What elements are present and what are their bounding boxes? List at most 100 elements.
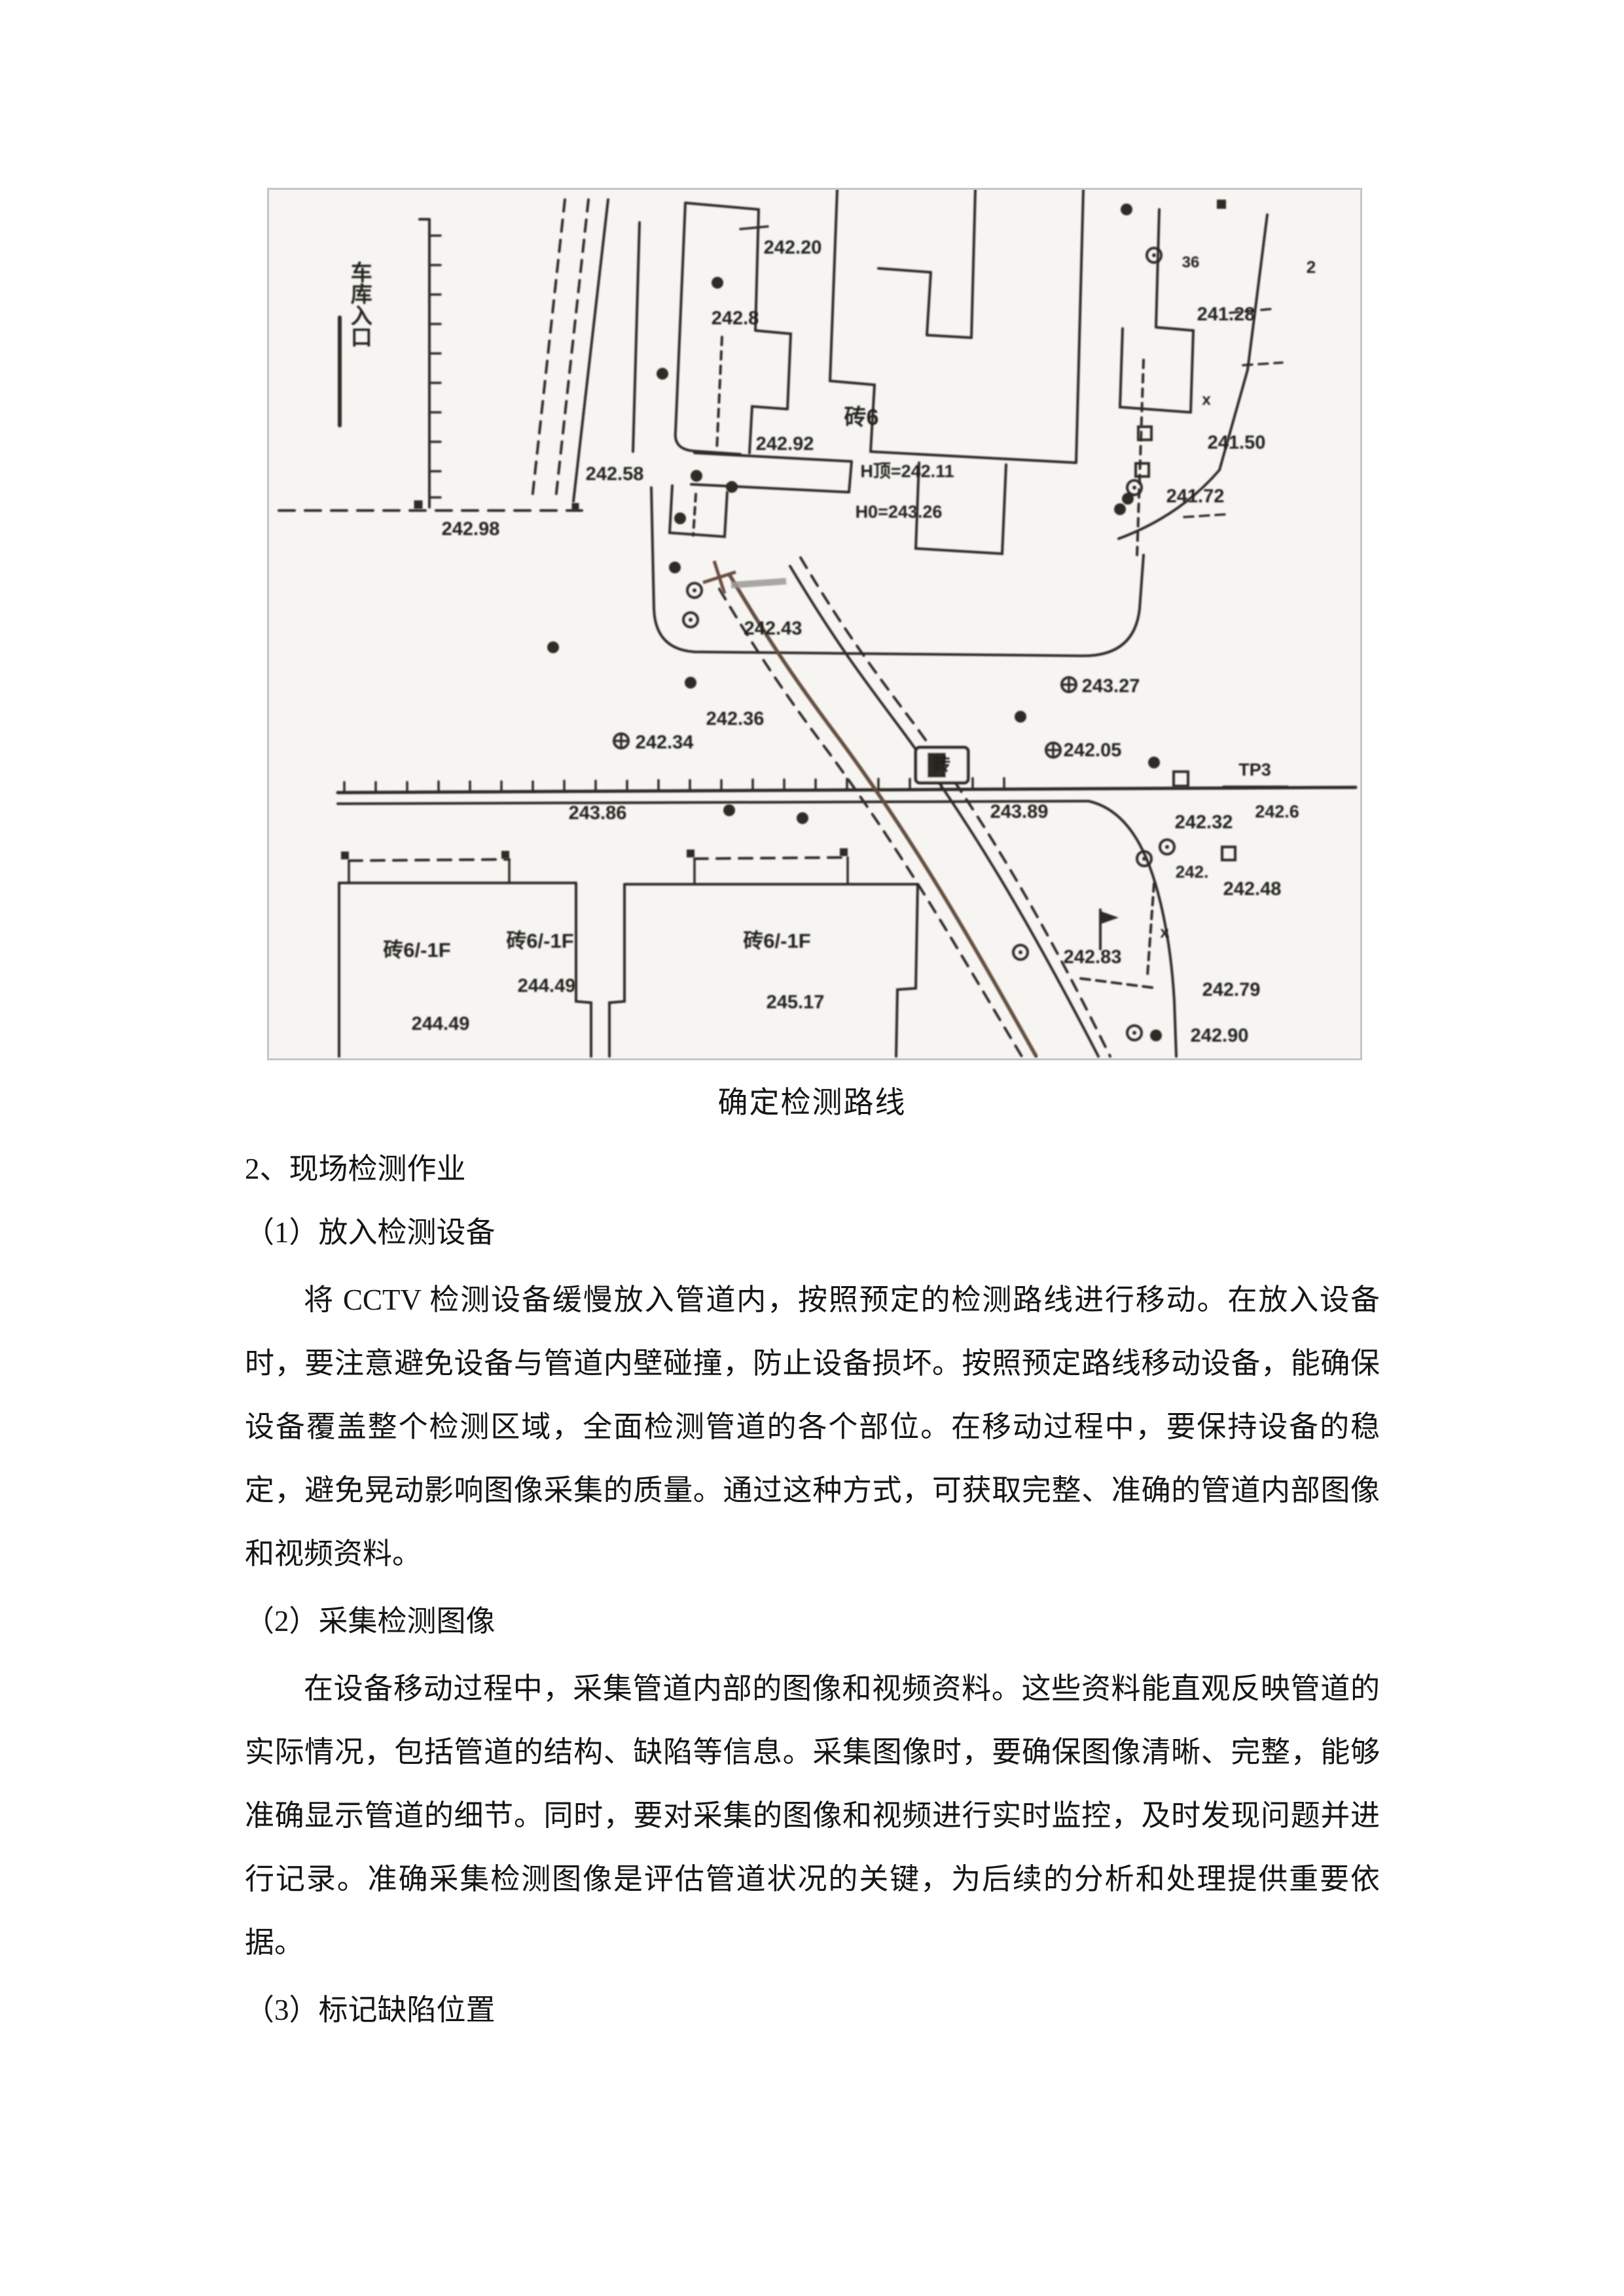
map-label: 砖6/-1F bbox=[383, 939, 450, 961]
map-point-benchmark-cross bbox=[1062, 678, 1075, 691]
map-point-square bbox=[414, 500, 423, 509]
map-point-benchmark bbox=[1045, 742, 1062, 759]
map-label: 砖6 bbox=[844, 405, 879, 430]
map-label: TP3 bbox=[1238, 760, 1271, 780]
map-point-dot bbox=[726, 481, 738, 493]
map-point-dot bbox=[1015, 711, 1026, 723]
figure-caption: 确定检测路线 bbox=[717, 1086, 907, 1119]
section-heading-2: 2、现场检测作业 bbox=[245, 1153, 466, 1185]
subsection-heading-1: （1）放入检测设备 bbox=[245, 1216, 496, 1249]
map-point-ring bbox=[1012, 944, 1029, 961]
map-label: 245.17 bbox=[767, 992, 825, 1013]
map-point-dot bbox=[723, 804, 735, 816]
map-label: 砖 bbox=[933, 755, 950, 774]
map-label: 242.79 bbox=[1202, 980, 1261, 1001]
map-point-benchmark bbox=[613, 732, 630, 749]
map-label: 244.49 bbox=[518, 976, 576, 997]
map-point-dot bbox=[657, 368, 668, 380]
map-linework bbox=[278, 190, 1358, 1058]
map-label: 241.50 bbox=[1208, 433, 1266, 454]
map-label: 242.34 bbox=[636, 732, 694, 753]
map-label: 243.86 bbox=[569, 803, 627, 824]
map-label: 242.36 bbox=[706, 709, 765, 730]
map-point-benchmark bbox=[1060, 676, 1077, 693]
map-point-dot bbox=[1148, 757, 1160, 768]
map-label: 242.05 bbox=[1064, 740, 1122, 761]
map-label: 241.28 bbox=[1197, 304, 1255, 325]
map-point-square bbox=[840, 848, 848, 856]
map-label: H0=243.26 bbox=[856, 502, 943, 522]
map-point-dot bbox=[547, 641, 559, 653]
map-point-ring-center bbox=[1132, 486, 1136, 490]
map-label: 242. bbox=[1176, 862, 1209, 882]
map-paper bbox=[269, 190, 1360, 1058]
map-point-ring bbox=[1136, 850, 1153, 867]
map-point-square bbox=[501, 851, 509, 859]
map-point-ring bbox=[1126, 479, 1143, 496]
map-point-ring-center bbox=[1165, 845, 1169, 849]
map-label: H顶=242.11 bbox=[860, 461, 954, 481]
map-point-ring-center bbox=[1152, 253, 1156, 257]
map-point-dot bbox=[1114, 503, 1126, 515]
map-label: 242.43 bbox=[744, 619, 803, 639]
map-point-ring-center bbox=[1132, 1031, 1136, 1035]
map-label: 242.83 bbox=[1064, 947, 1122, 968]
map-label: 242.92 bbox=[756, 434, 814, 455]
map-point-square-open bbox=[1221, 846, 1236, 861]
map-label: x bbox=[1160, 924, 1169, 941]
map-point-square-open bbox=[1134, 462, 1150, 478]
map-point-dot bbox=[685, 677, 696, 689]
document-body: 2、现场检测作业 （1）放入检测设备 将 CCTV 检测设备缓慢放入管道内，按照… bbox=[245, 1138, 1380, 2042]
map-point-dot bbox=[1122, 493, 1134, 505]
map-point-ring-center bbox=[693, 588, 696, 592]
map-label: 243.27 bbox=[1082, 676, 1140, 697]
map-label: 砖6/-1F bbox=[743, 929, 810, 952]
map-label: 车库入口 bbox=[348, 261, 372, 348]
map-label: 242.58 bbox=[586, 464, 644, 485]
map-point-ring-center bbox=[689, 618, 693, 622]
map-point-ring bbox=[682, 611, 699, 628]
map-point-square-open bbox=[1172, 770, 1189, 787]
map-point-dot bbox=[674, 512, 686, 524]
map-point-dot bbox=[669, 562, 681, 573]
map-point-dot bbox=[797, 812, 808, 824]
map-point-ring bbox=[686, 582, 703, 599]
map-point-ring bbox=[1126, 1024, 1143, 1041]
map-label: 242.8 bbox=[712, 308, 759, 329]
map-point-ring-center bbox=[1142, 857, 1146, 861]
map-point-square bbox=[341, 852, 349, 859]
map-point-dot bbox=[1121, 204, 1132, 215]
subsection-heading-2: （2）采集检测图像 bbox=[245, 1605, 496, 1638]
map-point-ring bbox=[1146, 247, 1163, 264]
map-point-benchmark-cross bbox=[1047, 744, 1060, 757]
map-label: 242.20 bbox=[764, 238, 822, 259]
map-point-benchmark-cross bbox=[615, 734, 628, 747]
detection-route bbox=[702, 560, 1038, 1058]
paragraph-capture-images: 在设备移动过程中，采集管道内部的图像和视频资料。这些资料能直观反映管道的实际情况… bbox=[245, 1672, 1380, 1959]
map-label: 2 bbox=[1307, 257, 1316, 277]
map-point-square-open bbox=[1137, 425, 1153, 441]
map-point-dot bbox=[1150, 1030, 1162, 1041]
subsection-heading-3: （3）标记缺陷位置 bbox=[245, 1994, 496, 2026]
map-point-dot bbox=[691, 470, 702, 482]
map-point-square bbox=[1217, 200, 1226, 209]
map-label: 241.72 bbox=[1166, 486, 1225, 507]
paragraph-insert-equipment: 将 CCTV 检测设备缓慢放入管道内，按照预定的检测路线进行移动。在放入设备时，… bbox=[245, 1283, 1380, 1570]
map-point-ring bbox=[1159, 838, 1176, 855]
map-label: 砖6/-1F bbox=[506, 929, 573, 952]
map-label: 242.32 bbox=[1175, 812, 1233, 833]
map-label: 36 bbox=[1182, 253, 1200, 271]
map-label: 244.49 bbox=[412, 1014, 470, 1035]
map-label: 242.90 bbox=[1191, 1026, 1249, 1047]
map-point-dot bbox=[712, 277, 723, 289]
map-label: 243.89 bbox=[990, 802, 1049, 823]
map-point-ring-center bbox=[1019, 950, 1022, 954]
map-label: 242.48 bbox=[1223, 879, 1282, 900]
map-label: x bbox=[1202, 391, 1211, 408]
map-point-square bbox=[571, 503, 579, 511]
map-point-square bbox=[687, 850, 695, 857]
